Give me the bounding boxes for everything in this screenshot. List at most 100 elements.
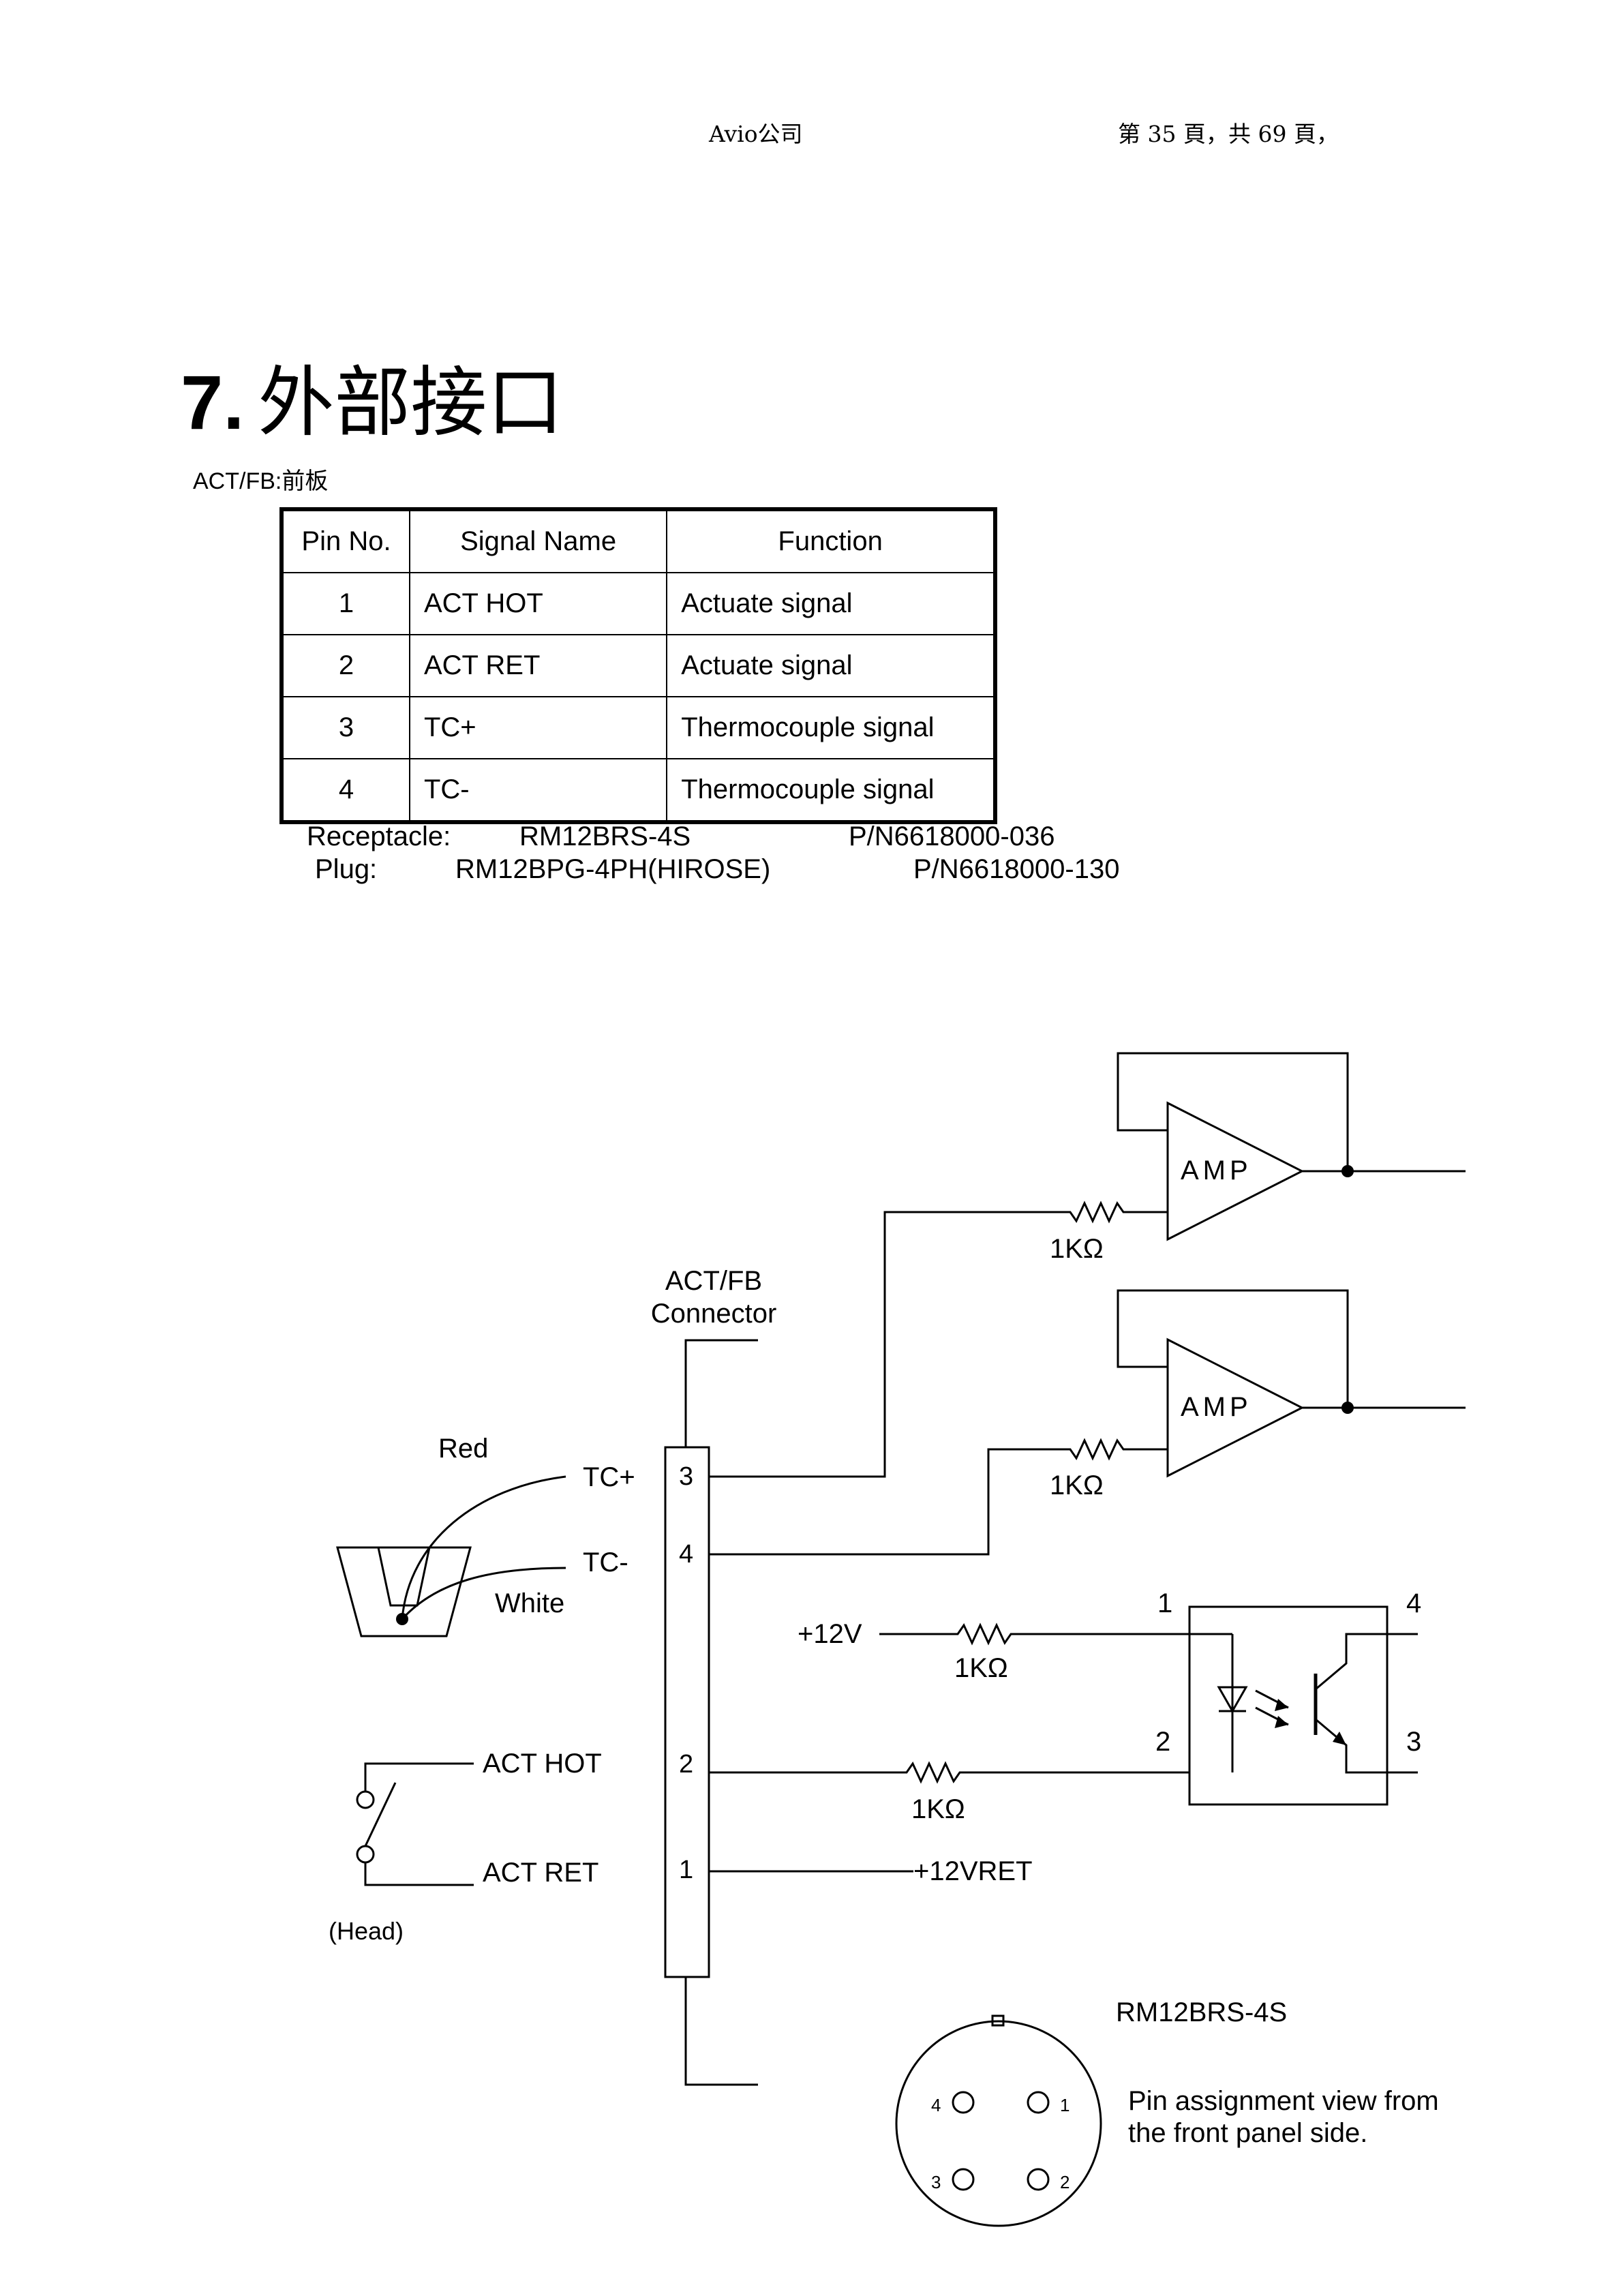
- face-pin-1: [1027, 2091, 1050, 2114]
- phototransistor-emitter: [1315, 1718, 1387, 1774]
- v12-label: +12V: [798, 1619, 862, 1649]
- plug-part-number: P/N6618000-130: [913, 854, 1120, 884]
- switch-contact-bottom: [356, 1845, 375, 1864]
- connector-body: [664, 1446, 710, 1978]
- opto-pin-label: 1: [1157, 1588, 1172, 1618]
- table-header: Function: [666, 509, 996, 573]
- v12ret-label: +12VRET: [913, 1856, 1033, 1886]
- light-arrow-head-icon: [1275, 1716, 1288, 1728]
- opto-pin-label: 2: [1155, 1727, 1170, 1757]
- connector-bottom-lead: [684, 1977, 758, 2086]
- tc-minus-label: TC-: [583, 1547, 628, 1577]
- signal-name-cell: TC-: [408, 758, 668, 823]
- face-pin-2: [1027, 2168, 1050, 2191]
- amp2-output-node: [1341, 1402, 1354, 1414]
- amp1-label: AMP: [1181, 1155, 1252, 1185]
- signal-name-cell: TC+: [408, 696, 668, 759]
- receptacle-label: Receptacle:: [307, 821, 451, 851]
- act-hot-head-wire: [364, 1762, 474, 1792]
- pin-number-cell: 3: [281, 696, 410, 759]
- resistor-label: 1KΩ: [1050, 1234, 1104, 1264]
- function-cell: Thermocouple signal: [666, 696, 996, 759]
- face-pin-3: [952, 2168, 975, 2191]
- header-company: Avio公司: [709, 121, 803, 147]
- function-cell: Actuate signal: [666, 634, 996, 697]
- connector-top-lead: [684, 1339, 758, 1447]
- tc-plus-label: TC+: [583, 1462, 635, 1492]
- connector-key: [991, 2014, 1005, 2027]
- tc-white-wire: [401, 1567, 566, 1620]
- table-header-row: Pin No. Signal Name Function: [281, 509, 996, 573]
- act-hot-label: ACT HOT: [483, 1749, 602, 1779]
- pin-number-cell: 4: [281, 758, 410, 823]
- connector-model-label: RM12BRS-4S: [1116, 1997, 1287, 2027]
- connector-pin-label: 1: [679, 1856, 693, 1884]
- amplifier-1: [1166, 1101, 1305, 1241]
- table-row: 4 TC- Thermocouple signal: [281, 758, 996, 823]
- act-ret-head-wire: [364, 1862, 474, 1886]
- function-cell: Actuate signal: [666, 572, 996, 635]
- connector-pin-label: 2: [679, 1750, 693, 1779]
- plug-model: RM12BPG-4PH(HIROSE): [455, 854, 771, 884]
- amp2-feedback-wire: [1117, 1289, 1349, 1408]
- led-diode-icon: [1217, 1686, 1248, 1714]
- opto-pin-label: 3: [1406, 1727, 1421, 1757]
- amplifier-2: [1166, 1338, 1305, 1478]
- table-row: 3 TC+ Thermocouple signal: [281, 696, 996, 759]
- connector-pin-label: 3: [679, 1462, 693, 1491]
- head-label: (Head): [329, 1917, 404, 1945]
- receptacle-part-number: P/N6618000-036: [849, 821, 1055, 851]
- function-cell: Thermocouple signal: [666, 758, 996, 823]
- switch-contact-top: [356, 1790, 375, 1809]
- connector-label-line2: Connector: [651, 1299, 777, 1329]
- amp1-input-wire: [709, 1200, 1168, 1478]
- red-wire-label: Red: [438, 1434, 488, 1464]
- thermocouple-inner: [377, 1546, 431, 1607]
- connector-pin-label: 4: [679, 1540, 693, 1569]
- table-header: Signal Name: [408, 509, 668, 573]
- act-ret-label: ACT RET: [483, 1858, 598, 1888]
- connector-label-line1: ACT/FB: [665, 1266, 762, 1296]
- white-wire-label: White: [495, 1588, 564, 1618]
- header-page-number: 第 35 頁，共 69 頁，: [1118, 121, 1339, 147]
- pin-view-caption-line2: the front panel side.: [1128, 2118, 1367, 2148]
- emitter-arrow-icon: [1333, 1732, 1346, 1745]
- face-pin-number: 1: [1060, 2095, 1070, 2115]
- table-row: 2 ACT RET Actuate signal: [281, 634, 996, 697]
- amp2-label: AMP: [1181, 1392, 1252, 1422]
- table-row: 1 ACT HOT Actuate signal: [281, 572, 996, 635]
- face-pin-number: 3: [931, 2172, 941, 2192]
- signal-name-cell: ACT RET: [408, 634, 668, 697]
- amp2-input-wire: [709, 1438, 1168, 1556]
- thermocouple-junction: [396, 1613, 408, 1625]
- light-arrow-head-icon: [1275, 1699, 1288, 1711]
- resistor-label: 1KΩ: [954, 1653, 1008, 1683]
- amp1-feedback-wire: [1117, 1052, 1349, 1171]
- table-header: Pin No.: [281, 509, 410, 573]
- v12-wire: [879, 1622, 1232, 1646]
- resistor-label: 1KΩ: [1050, 1470, 1104, 1500]
- phototransistor-collector: [1315, 1633, 1387, 1691]
- section-title: 7.外部接口: [181, 365, 563, 442]
- opto-pin-label: 4: [1406, 1588, 1421, 1618]
- pin-number-cell: 2: [281, 634, 410, 697]
- face-pin-number: 2: [1060, 2172, 1070, 2192]
- connector-face: [895, 2020, 1102, 2227]
- optocoupler-body: [1188, 1605, 1389, 1806]
- pin-number-cell: 1: [281, 572, 410, 635]
- signal-name-cell: ACT HOT: [408, 572, 668, 635]
- receptacle-model: RM12BRS-4S: [519, 821, 691, 851]
- section-subtitle: ACT/FB:前板: [193, 468, 329, 494]
- amp1-output-node: [1341, 1165, 1354, 1177]
- resistor-label: 1KΩ: [911, 1794, 965, 1824]
- face-pin-4: [952, 2091, 975, 2114]
- face-pin-number: 4: [931, 2095, 941, 2115]
- section-heading: 外部接口: [258, 359, 564, 447]
- pin-view-caption-line1: Pin assignment view from: [1128, 2086, 1439, 2116]
- tc-red-wire: [401, 1475, 566, 1620]
- act-hot-wire: [709, 1761, 1189, 1784]
- pin-table: Pin No. Signal Name Function 1 ACT HOT A…: [279, 507, 997, 824]
- section-number: 7.: [181, 360, 245, 445]
- switch-lever: [364, 1782, 397, 1847]
